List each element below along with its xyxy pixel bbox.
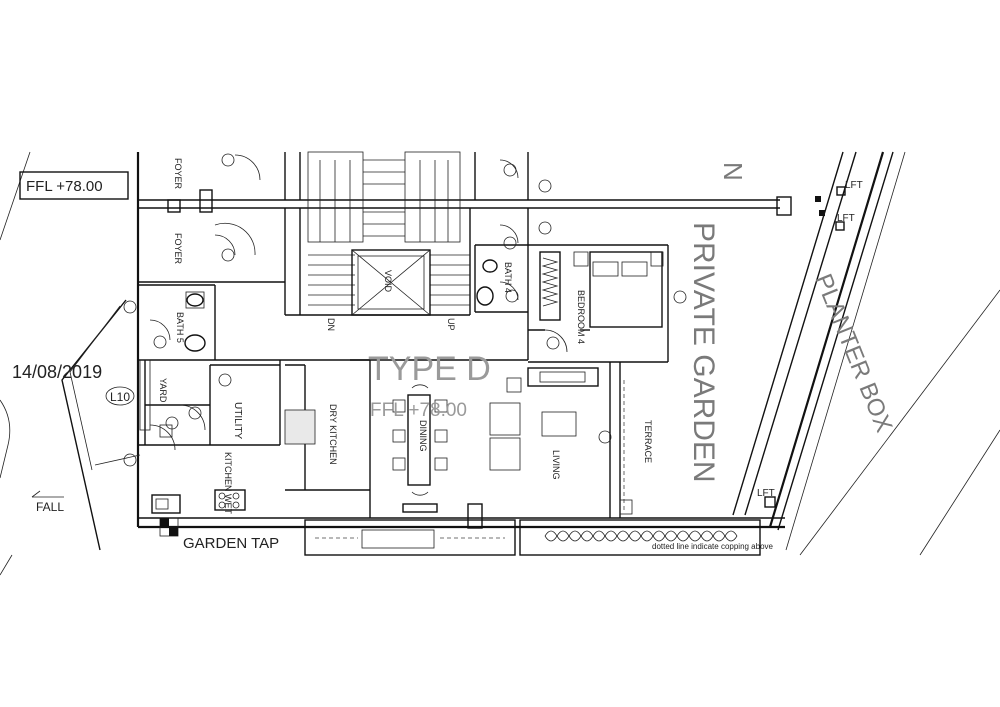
living-dining-furniture [392,367,599,513]
room-living: LIVING [551,450,561,480]
staircase [307,151,470,316]
room-dry-kitchen: DRY KITCHEN [328,404,338,465]
drawing-date: 14/08/2019 [12,362,102,382]
center-ffl-label: FFL +78.00 [370,400,467,421]
planter-box-strip [732,151,1000,556]
room-utility: UTILITY [232,402,243,440]
stair-up-label: UP [446,318,456,331]
room-kitchen-wet: KITCHEN WET [223,452,233,515]
partial-letter: N [718,162,748,181]
lft-label-1: LFT [845,180,863,191]
lft-label-3: LFT [757,488,775,499]
ffl-label: FFL +78.00 [26,178,103,195]
lft-label-2: LFT [837,213,855,224]
garden-planting [159,380,761,556]
room-bath-5: BATH 5 [175,312,185,343]
service-fixtures [139,154,519,514]
room-dining: DINING [418,420,428,452]
room-foyer-upper: FOYER [173,158,183,190]
building-outline [136,152,785,529]
room-tags [123,153,687,467]
void-label: VOID [383,270,393,293]
stair-down-label: DN [326,318,336,331]
copping-note: dotted line indicate copping above [652,542,774,551]
site-boundary-left [0,151,141,576]
unit-type-label: TYPE D [368,350,491,388]
ffl-label-box [19,171,129,200]
room-yard: YARD [158,378,168,403]
bedroom-furniture [539,251,664,353]
room-bath-4: BATH 4 [503,262,513,293]
private-garden-label: PRIVATE GARDEN [687,222,720,483]
fall-label: FALL [36,500,64,514]
level-tag: L10 [110,390,130,404]
garden-tap-label: GARDEN TAP [183,535,279,552]
room-foyer-lower: FOYER [173,233,183,265]
room-bedroom-4: BEDROOM 4 [576,290,586,344]
room-terrace: TERRACE [643,420,653,463]
